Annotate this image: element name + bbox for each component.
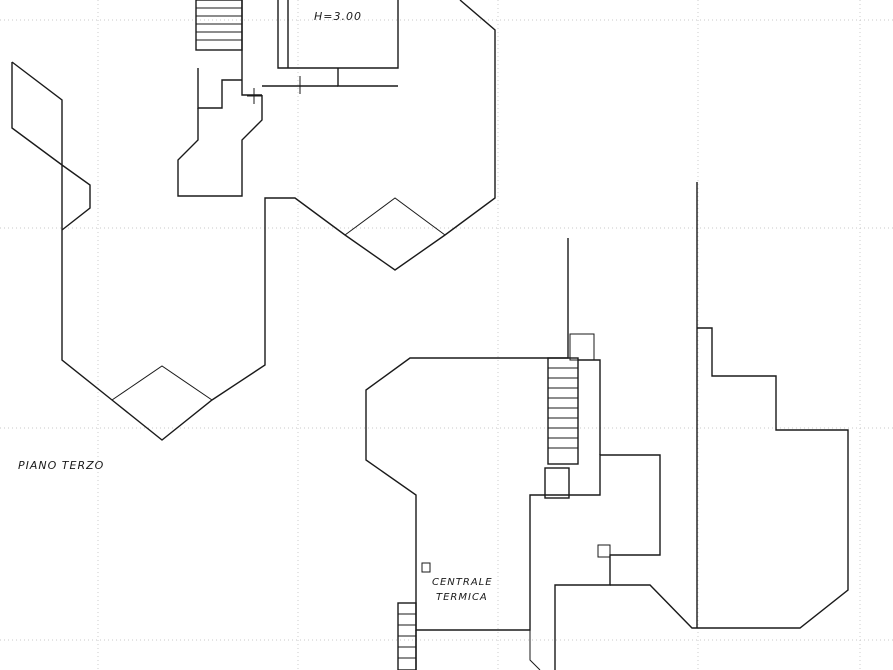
plant-room-label-line1: CENTRALE (432, 577, 493, 588)
upper-core (177, 0, 399, 197)
plant-room-label-line2: TERMICA (436, 592, 488, 603)
floor-label: PIANO TERZO (18, 459, 104, 472)
lower-building-outline (365, 182, 849, 670)
height-note: H=3.00 (314, 10, 362, 23)
upper-building-outline (11, 0, 496, 441)
